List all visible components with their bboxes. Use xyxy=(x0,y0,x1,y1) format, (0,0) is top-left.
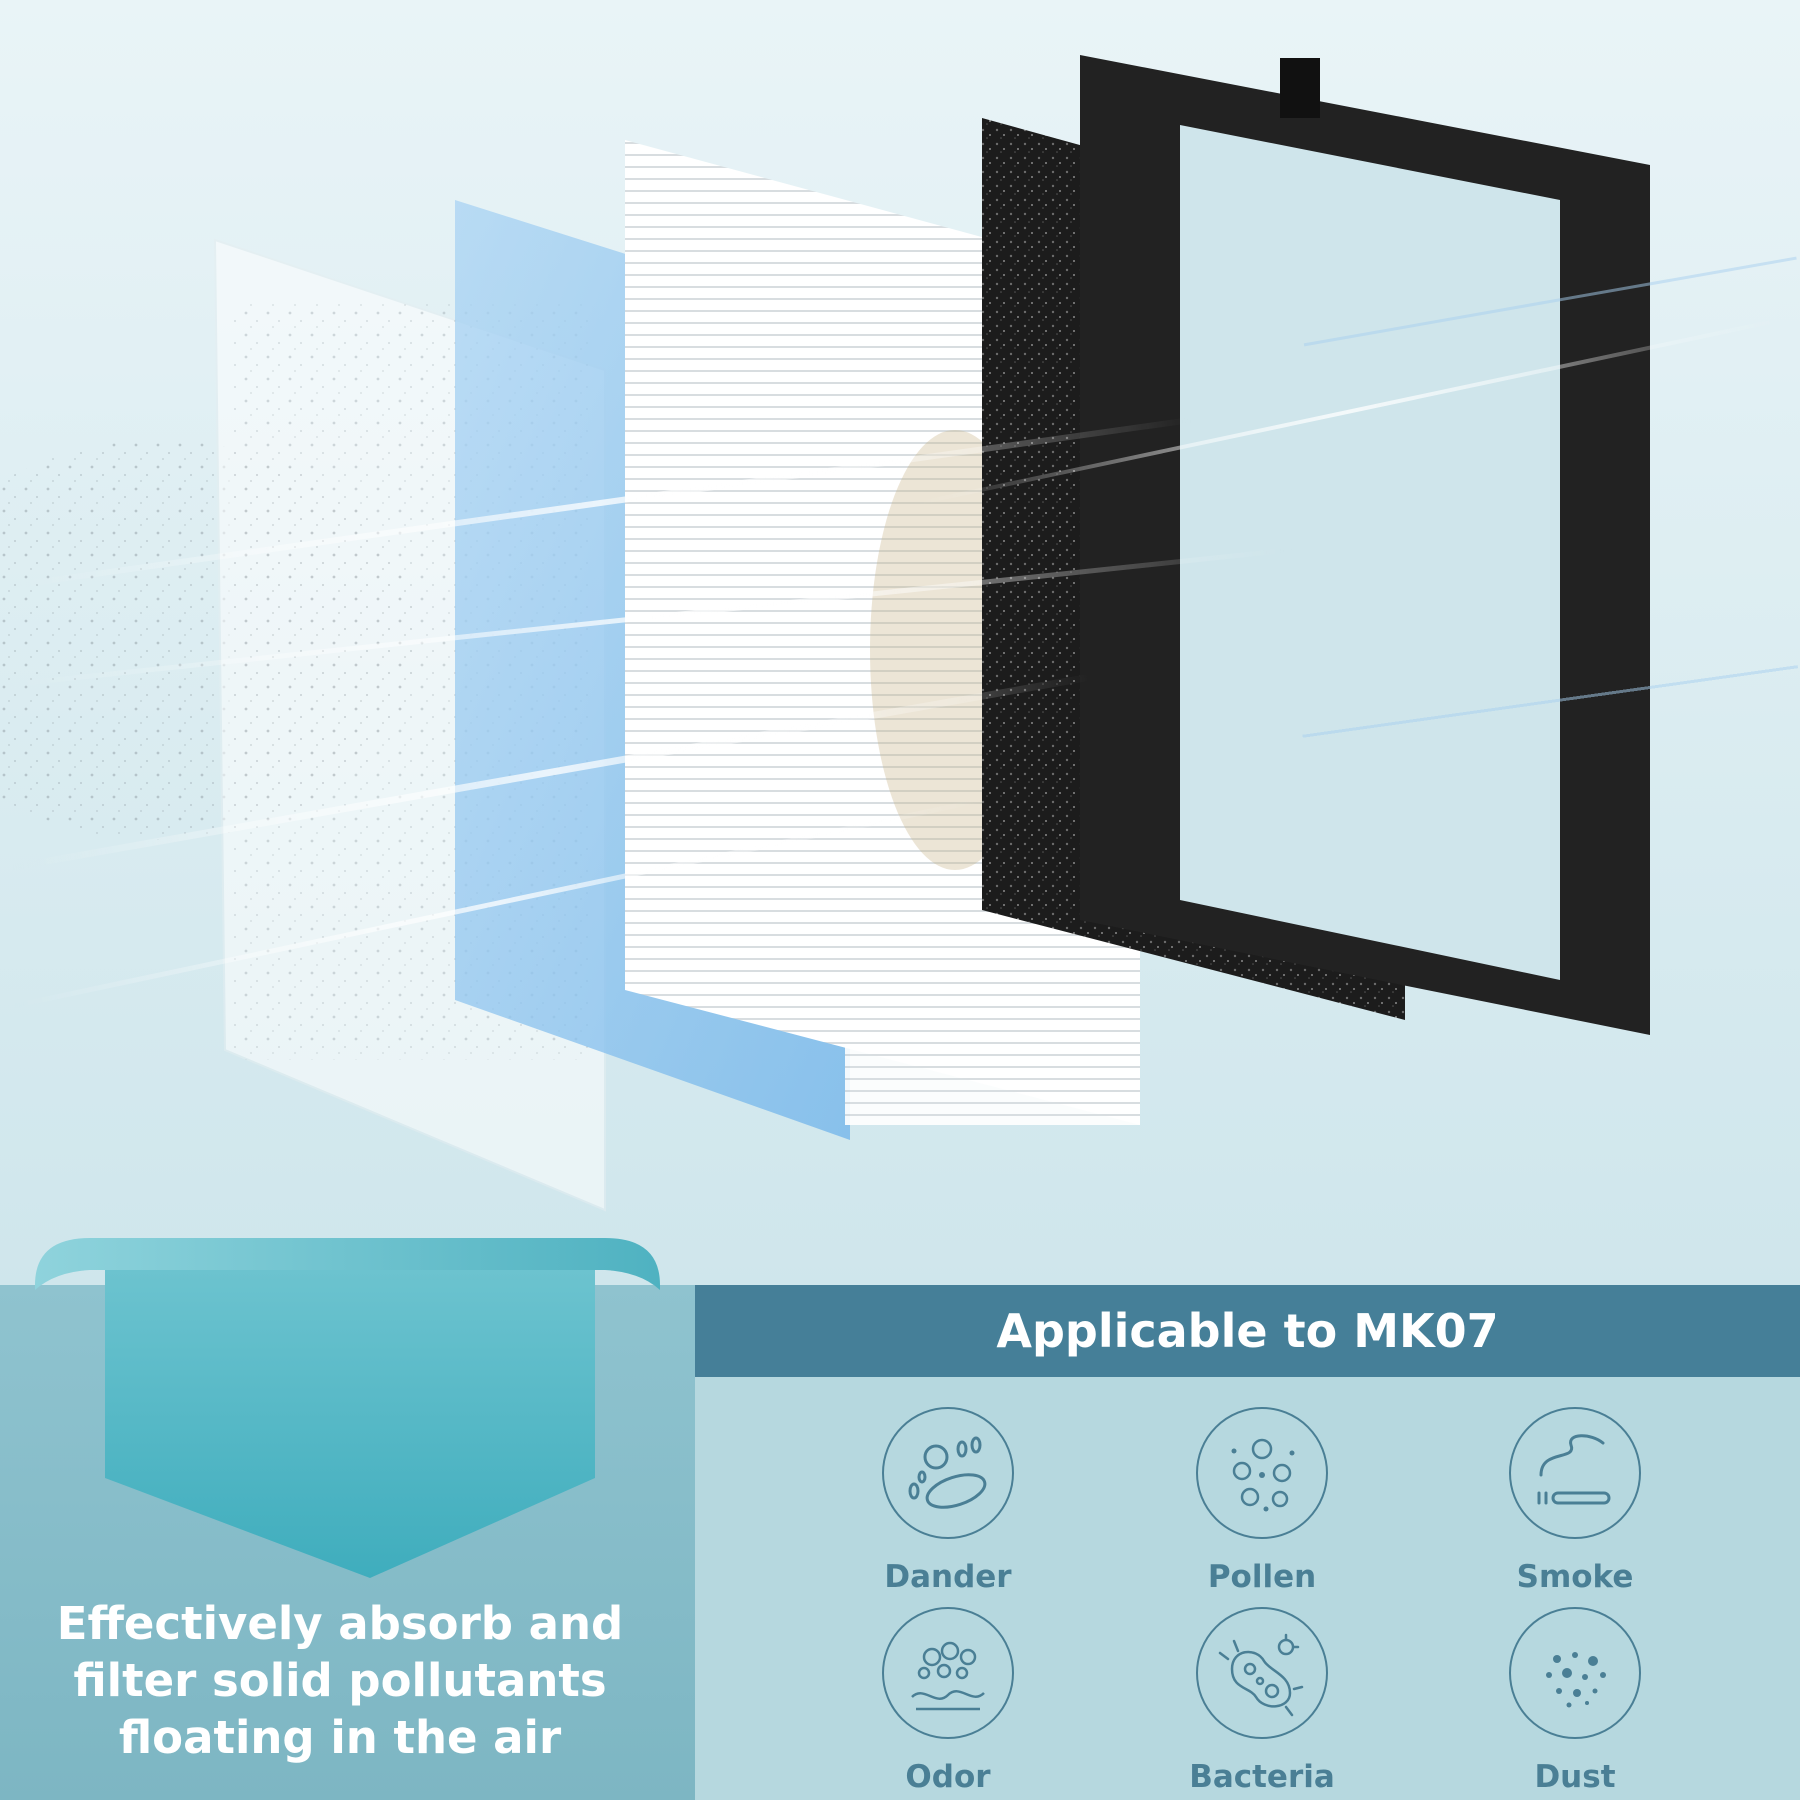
feature-label: Bacteria xyxy=(1189,1759,1335,1795)
compatibility-banner xyxy=(695,1285,1800,1377)
feature-odor: Odor xyxy=(818,1607,1078,1797)
feature-label: Smoke xyxy=(1516,1559,1634,1595)
pollen-icon xyxy=(1196,1407,1328,1539)
description-line: floating in the air xyxy=(118,1711,562,1764)
feature-dust: Dust xyxy=(1445,1607,1705,1797)
smoke-icon xyxy=(1509,1407,1641,1539)
feature-label: Pollen xyxy=(1207,1559,1317,1595)
feature-bacteria: Bacteria xyxy=(1132,1607,1392,1797)
description-line: Effectively absorb and xyxy=(56,1597,624,1650)
description-text: Effectively absorb and filter solid poll… xyxy=(20,1595,660,1766)
feature-smoke: Smoke xyxy=(1445,1407,1705,1597)
bacteria-icon xyxy=(1196,1607,1328,1739)
filter-layers-illustration xyxy=(0,0,1800,1290)
dander-icon xyxy=(882,1407,1014,1539)
feature-label: Odor xyxy=(905,1759,991,1795)
ribbon-banner xyxy=(35,1238,660,1578)
description-line: filter solid pollutants xyxy=(73,1654,607,1707)
feature-dander: Dander xyxy=(818,1407,1078,1597)
dust-icon xyxy=(1509,1607,1641,1739)
feature-label: Dust xyxy=(1534,1759,1616,1795)
compatibility-title: Applicable to MK07 xyxy=(996,1304,1499,1358)
odor-icon xyxy=(882,1607,1014,1739)
feature-pollen: Pollen xyxy=(1132,1407,1392,1597)
feature-label: Dander xyxy=(884,1559,1012,1595)
